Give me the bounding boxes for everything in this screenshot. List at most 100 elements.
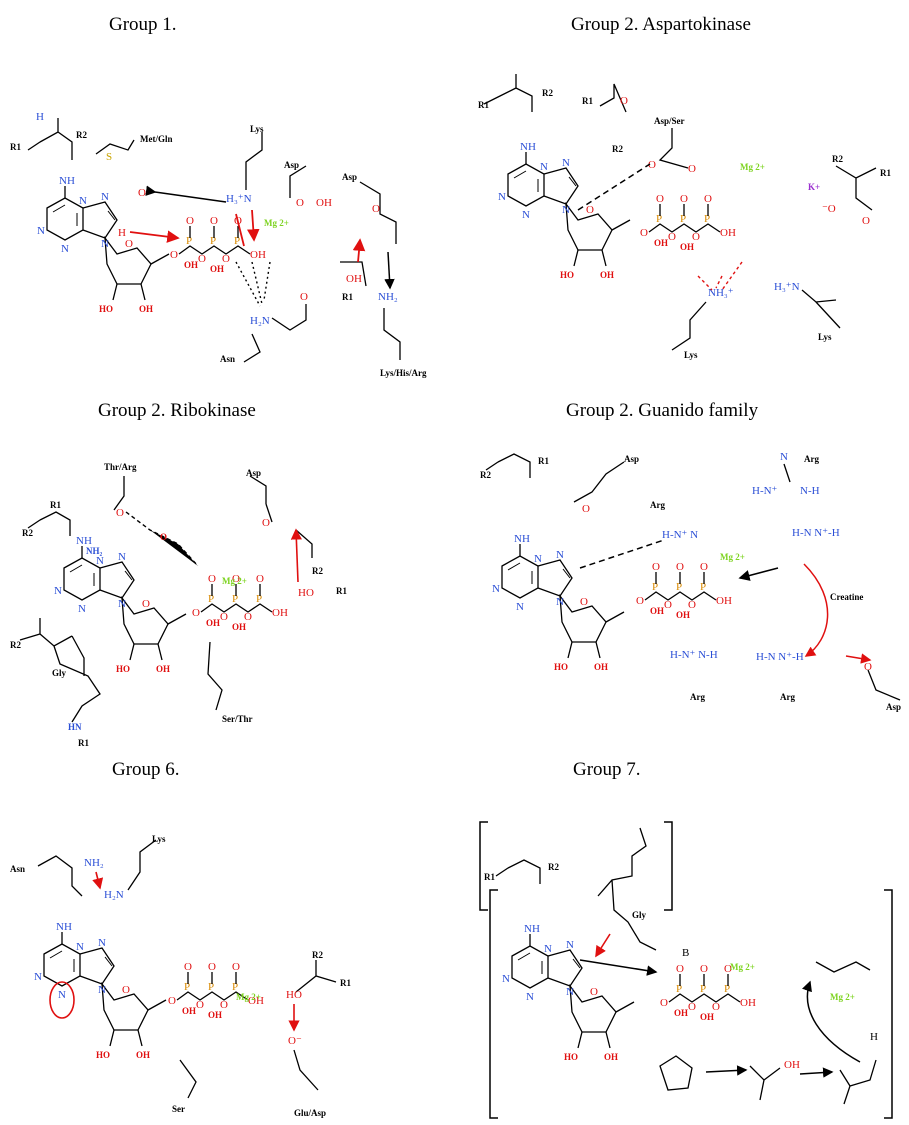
svg-text:R2: R2 [832,154,843,164]
svg-text:N: N [780,451,788,463]
g6-gluasp: Glu/Asp [294,1108,326,1118]
g2g-arg2: Arg [804,454,819,464]
g2g-asp2: Asp [886,702,901,712]
svg-text:H₂N: H₂N [250,315,270,327]
panel-title-group2-guanido: Group 2. Guanido family [566,400,759,421]
svg-text:O: O [862,215,870,227]
g1-mg: Mg 2+ [264,218,289,228]
g2a-r1: R1 [478,100,489,110]
g1-lyshisarg: Lys/His/Arg [380,368,427,378]
svg-text:HO: HO [298,587,314,599]
group2-aspartokinase-scheme: R1 R2 R1 O R2 Asp/Ser O O Mg 2+ R2 R1 K+… [478,74,891,360]
g2r-mg: Mg 2+ [222,576,247,586]
g2g-arg4: Arg [690,692,705,702]
svg-text:OH: OH [316,197,332,209]
svg-text:O: O [116,507,124,519]
g6-asn: Asn [10,864,25,874]
g7-b: B [682,947,689,959]
g6-ser: Ser [172,1104,185,1114]
group7-scheme: R1 R2 Gly B Mg 2+ Mg 2+ OH H [479,821,893,1119]
group6-scheme: Asn NH₂ H₂N Lys Mg 2+ R2 R1 HO O⁻ Glu/As… [10,834,351,1118]
g2g-creatine: Creatine [830,592,863,602]
g7-r2: R2 [548,862,559,872]
g2g-arg1: Arg [650,500,665,510]
panel-title-group7: Group 7. [573,759,641,780]
svg-text:OH: OH [784,1059,800,1071]
g2a-r2: R2 [542,88,553,98]
group2-guanido-scheme: R2 R1 Asp O Arg H-N⁺ N Mg 2+ N Arg H-N⁺ … [480,451,901,712]
svg-text:HO: HO [286,989,302,1001]
svg-text:NH₂: NH₂ [86,546,103,556]
svg-text:O: O [372,203,380,215]
g1-lys: Lys [250,124,264,134]
svg-text:R1: R1 [582,96,593,106]
g6-mg: Mg 2+ [236,992,261,1002]
svg-text:O: O [300,291,308,303]
g2r-serthr: Ser/Thr [222,714,253,724]
g1-r2: R2 [76,130,87,140]
group1-scheme: R1 R2 H S Met/Gln O H₃⁺N Lys Asp O OH As… [10,111,427,378]
panel-title-group2-ribokinase: Group 2. Ribokinase [98,400,256,421]
panel-title-group1: Group 1. [109,14,177,35]
svg-text:R2: R2 [612,144,623,154]
svg-text:R2: R2 [10,640,21,650]
g2a-k: K+ [808,182,820,192]
svg-text:O: O [688,163,696,175]
svg-text:O⁻: O⁻ [288,1035,302,1047]
g2a-lys2: Lys [818,332,832,342]
svg-text:H₃⁺N: H₃⁺N [774,281,800,293]
svg-text:R2: R2 [312,566,323,576]
panel-title-group6: Group 6. [112,759,180,780]
svg-text:R1: R1 [880,168,891,178]
svg-text:R1: R1 [538,456,549,466]
svg-text:S: S [106,151,112,163]
g7-mg2: Mg 2+ [830,992,855,1002]
svg-text:H: H [36,111,44,123]
g2r-r1: R1 [50,500,61,510]
svg-text:H-N⁺ N-H: H-N⁺ N-H [670,649,718,661]
svg-text:O: O [296,197,304,209]
g1-asn: Asn [220,354,235,364]
g1-asp1: Asp [284,160,299,170]
svg-text:R1: R1 [336,586,347,596]
svg-text:R1: R1 [78,738,89,748]
svg-text:N-H: N-H [800,485,820,497]
svg-text:⁻O: ⁻O [822,203,836,215]
svg-text:H-N N⁺-H: H-N N⁺-H [792,527,840,539]
panel-title-group2-aspartokinase: Group 2. Aspartokinase [571,14,751,35]
g2a-aspser: Asp/Ser [654,116,685,126]
group2-ribokinase-scheme: R2 R1 NH₂ Thr/Arg O O Asp O R2 HO R1 Mg … [10,462,347,748]
g1-metgln: Met/Gln [140,134,173,144]
svg-text:R2: R2 [312,950,323,960]
svg-text:H: H [870,1031,878,1043]
svg-text:NH₂: NH₂ [378,291,398,303]
svg-text:H₂N: H₂N [104,889,124,901]
svg-text:O: O [582,503,590,515]
svg-text:O: O [864,661,872,673]
g2a-lys1: Lys [684,350,698,360]
g1-r1: R1 [10,142,21,152]
g2r-asp: Asp [246,468,261,478]
svg-text:O: O [648,159,656,171]
g7-gly: Gly [632,910,647,920]
g2g-arg3: Arg [780,692,795,702]
svg-text:H-N N⁺-H: H-N N⁺-H [756,651,804,663]
svg-text:O: O [138,187,146,199]
g7-mg1: Mg 2+ [730,962,755,972]
svg-text:NH₃⁺: NH₃⁺ [708,287,734,299]
g2g-mg: Mg 2+ [720,552,745,562]
svg-text:O: O [620,95,628,107]
svg-text:R2: R2 [480,470,491,480]
g6-r1: R1 [340,978,351,988]
g2a-mg: Mg 2+ [740,162,765,172]
svg-text:H₃⁺N: H₃⁺N [226,193,252,205]
g7-r1: R1 [484,872,495,882]
svg-text:HN: HN [68,722,82,732]
svg-text:H: H [118,227,126,239]
g1-asp2: Asp [342,172,357,182]
g2r-gly: Gly [52,668,67,678]
svg-text:O: O [262,517,270,529]
svg-text:OH: OH [346,273,362,285]
